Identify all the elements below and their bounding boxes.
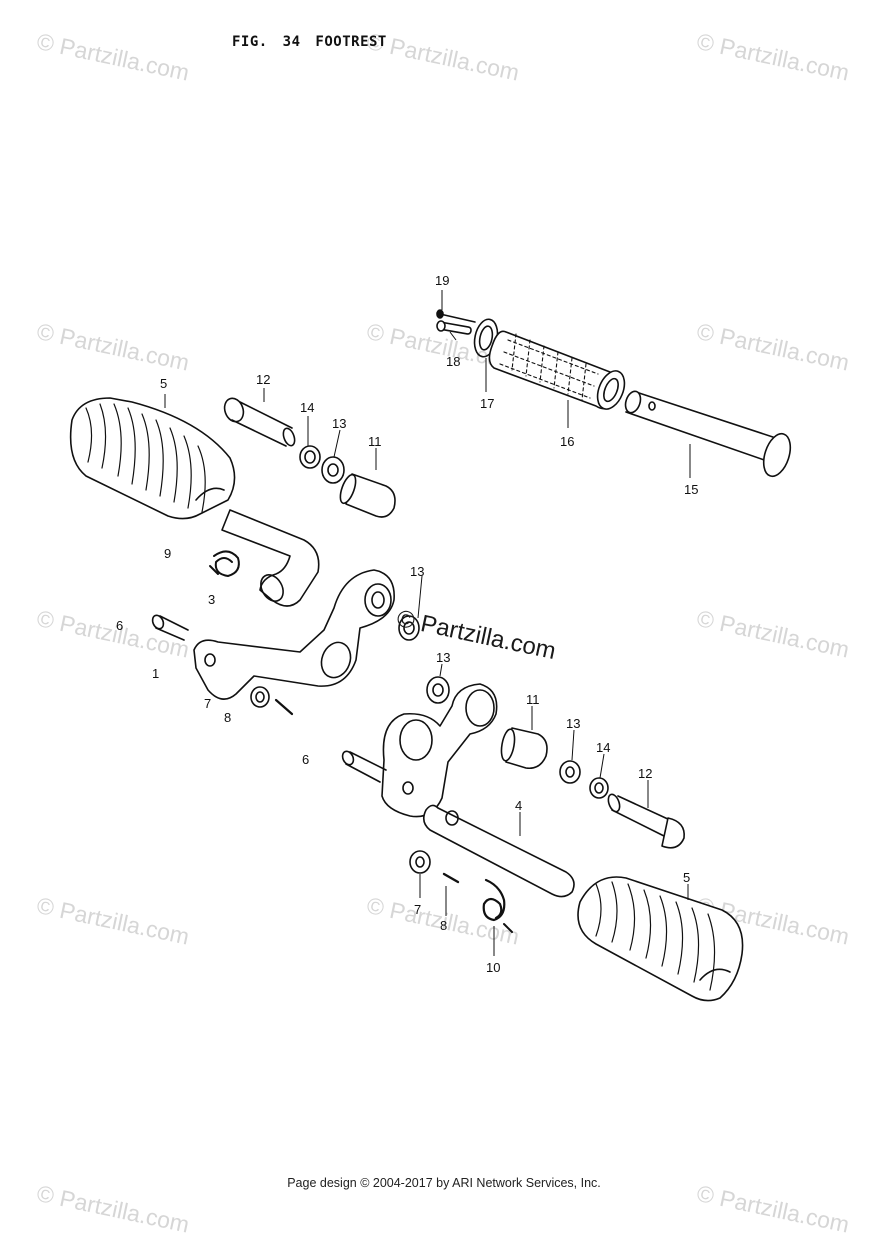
figure-title: FIG. 34 FOOTREST — [232, 34, 387, 50]
callout-18: 18 — [446, 354, 460, 369]
part-14-washer-upper[interactable] — [299, 445, 321, 469]
callout-8-upper: 8 — [224, 710, 231, 725]
callout-14-right: 14 — [596, 740, 610, 755]
callout-7-upper: 7 — [204, 696, 211, 711]
callout-16: 16 — [560, 434, 574, 449]
callout-11-upper: 11 — [368, 434, 382, 449]
callout-19: 19 — [435, 273, 449, 288]
part-9-spring[interactable] — [209, 550, 240, 577]
part-8-cotter-pin-upper[interactable] — [274, 698, 294, 716]
part-12-pivot-bolt-upper[interactable] — [221, 396, 296, 448]
part-16-rubber-grip[interactable] — [488, 330, 629, 413]
part-3-footrest-bar[interactable] — [221, 509, 320, 607]
part-13-washer-right[interactable] — [559, 760, 581, 784]
part-10-spring[interactable] — [482, 878, 513, 933]
part-5-footrest-rubber-right[interactable] — [577, 876, 744, 1002]
callout-13-lower: 13 — [436, 650, 450, 665]
callout-6-lower: 6 — [302, 752, 309, 767]
callout-15: 15 — [684, 482, 698, 497]
callout-3: 3 — [208, 592, 215, 607]
callout-11-lower: 11 — [526, 692, 540, 707]
callout-12-upper: 12 — [256, 372, 270, 387]
part-1-footrest-bracket-left[interactable] — [193, 569, 395, 700]
parts-diagram-page: © Partzilla.com © Partzilla.com © Partzi… — [35, 28, 852, 1238]
part-8-cotter-pin-lower[interactable] — [442, 872, 460, 884]
part-14-washer-right[interactable] — [589, 777, 609, 799]
part-5-footrest-rubber-left[interactable] — [69, 397, 236, 520]
part-19-bolt[interactable] — [436, 309, 476, 323]
footrest-exploded-diagram: 19 18 17 16 15 5 12 14 13 11 9 3 6 1 7 8… — [69, 273, 795, 1002]
part-1-footrest-bracket-right[interactable] — [381, 683, 498, 818]
part-7-washer-lower[interactable] — [409, 850, 431, 874]
callout-17: 17 — [480, 396, 494, 411]
part-13-washer-lower[interactable] — [426, 676, 450, 704]
callout-1: 1 — [152, 666, 159, 681]
callout-13-right: 13 — [566, 716, 580, 731]
part-13-washer-mid[interactable] — [398, 615, 420, 641]
callout-13-upper: 13 — [332, 416, 346, 431]
part-12-pivot-bolt-lower[interactable] — [606, 793, 685, 849]
page-footer: Page design © 2004-2017 by ARI Network S… — [287, 1176, 601, 1190]
callout-9: 9 — [164, 546, 171, 561]
part-4-footrest-bar-lower[interactable] — [422, 804, 575, 898]
callout-14-upper: 14 — [300, 400, 314, 415]
part-7-washer-upper[interactable] — [250, 686, 270, 708]
callout-5-upper: 5 — [160, 376, 167, 391]
part-15-footrest-shaft[interactable] — [623, 389, 795, 479]
callout-8-lower: 8 — [440, 918, 447, 933]
callout-12-lower: 12 — [638, 766, 652, 781]
part-11-bushing-upper[interactable] — [337, 473, 396, 518]
callout-4: 4 — [515, 798, 522, 813]
part-18-pin[interactable] — [436, 320, 472, 335]
part-6-pin-upper[interactable] — [151, 614, 189, 641]
part-13-washer-upper[interactable] — [321, 456, 345, 484]
callout-13-mid: 13 — [410, 564, 424, 579]
callout-7-lower: 7 — [414, 902, 421, 917]
callout-6-upper: 6 — [116, 618, 123, 633]
callout-10: 10 — [486, 960, 500, 975]
part-6-pin-lower[interactable] — [341, 750, 387, 783]
callout-5-lower: 5 — [683, 870, 690, 885]
part-11-bushing-lower[interactable] — [499, 727, 548, 770]
